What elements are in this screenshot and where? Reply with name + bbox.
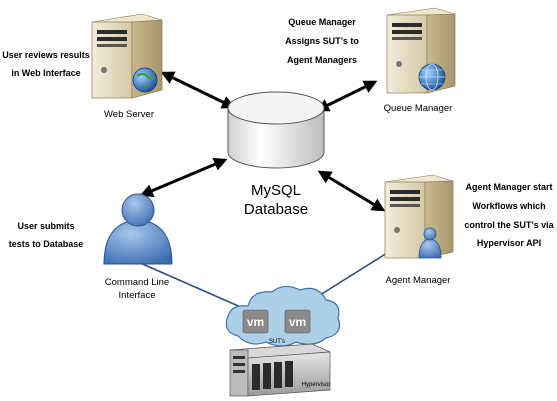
vm-right-label: vm bbox=[289, 315, 306, 329]
database-arrows bbox=[139, 71, 386, 212]
annotation-agent-line4: Hypervisor API bbox=[477, 238, 541, 248]
vm-left-label: vm bbox=[247, 315, 264, 329]
web-server-node: Web Server bbox=[91, 13, 163, 120]
hypervisor-label: Hypervisor bbox=[302, 382, 331, 388]
database-label-line2: Database bbox=[244, 201, 308, 218]
vm-right-box: vm bbox=[284, 309, 311, 334]
cli-label-line1: Command Line bbox=[105, 277, 169, 288]
annotation-queue-manager: Queue Manager Assigns SUT’s to Agent Man… bbox=[285, 17, 359, 65]
server-globe-icon bbox=[386, 7, 456, 94]
annotation-user-submits: User submits tests to Database bbox=[9, 221, 84, 249]
server-user-icon bbox=[384, 174, 454, 259]
agent-manager-label: Agent Manager bbox=[386, 275, 451, 286]
agent-manager-node: Agent Manager bbox=[384, 174, 454, 286]
database-cylinder-icon bbox=[227, 91, 325, 169]
hypervisor-node: Hypervisor bbox=[229, 343, 331, 397]
annotation-user-reviews-line1: User reviews results bbox=[2, 50, 90, 60]
annotation-user-reviews-line2: in Web Interface bbox=[11, 68, 80, 78]
annotation-user-submits-line2: tests to Database bbox=[9, 239, 84, 249]
cli-label-line2: Interface bbox=[119, 290, 156, 301]
suts-label: SUT’s bbox=[269, 339, 285, 345]
link-cli-hypervisor bbox=[137, 261, 253, 313]
hypervisor-links bbox=[137, 247, 396, 313]
annotation-user-reviews: User reviews results in Web Interface bbox=[2, 50, 90, 78]
hypervisor-server-icon bbox=[229, 343, 331, 397]
sut-cloud: vm vm SUT’s bbox=[225, 285, 341, 347]
annotation-agent-manager: Agent Manager start Workflows which cont… bbox=[464, 182, 554, 248]
arrow-cli-db bbox=[139, 157, 228, 198]
arrow-web-db bbox=[160, 71, 236, 109]
server-globe-icon bbox=[91, 13, 163, 99]
queue-manager-node: Queue Manager bbox=[384, 7, 456, 114]
annotation-agent-line1: Agent Manager start bbox=[465, 182, 552, 192]
arrow-queue-db bbox=[315, 80, 378, 112]
annotation-agent-line3: control the SUT’s via bbox=[464, 220, 554, 230]
annotation-user-submits-line1: User submits bbox=[17, 221, 74, 231]
vm-left-box: vm bbox=[242, 309, 269, 334]
annotation-agent-line2: Workflows which bbox=[472, 201, 545, 211]
database-node: MySQL Database bbox=[227, 91, 325, 218]
cli-node: Command Line Interface bbox=[103, 193, 173, 301]
annotation-queue-line3: Agent Managers bbox=[287, 55, 357, 65]
queue-manager-label: Queue Manager bbox=[384, 103, 453, 114]
arrow-agent-db bbox=[317, 170, 386, 212]
user-icon bbox=[103, 193, 173, 265]
database-label-line1: MySQL bbox=[251, 182, 301, 199]
annotation-queue-line2: Assigns SUT’s to bbox=[285, 36, 359, 46]
web-server-label: Web Server bbox=[104, 109, 154, 120]
link-agent-hypervisor bbox=[311, 247, 396, 301]
annotation-queue-line1: Queue Manager bbox=[288, 17, 356, 27]
